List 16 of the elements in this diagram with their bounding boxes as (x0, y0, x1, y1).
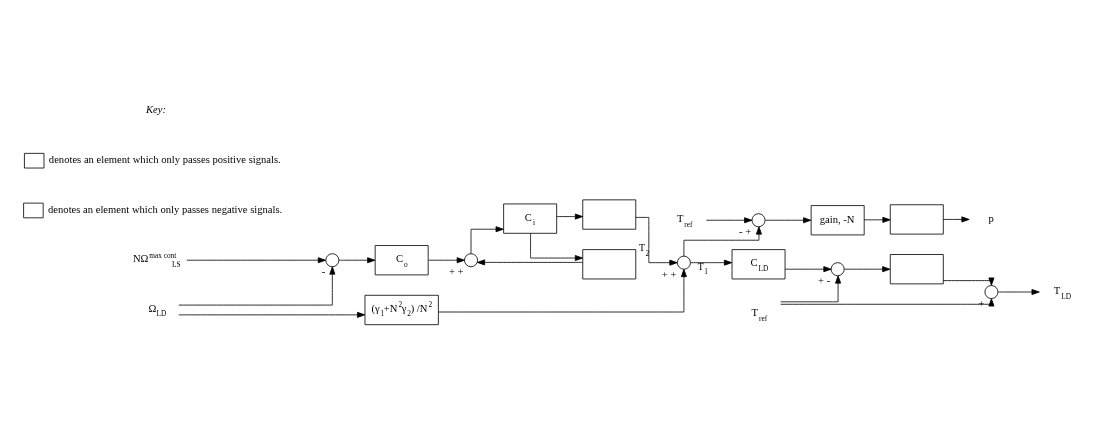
label: Key: (145, 103, 166, 115)
node-label: + + (448, 265, 464, 277)
legend-label: denotes an element which only passes positive signals. (48, 153, 281, 165)
node-label: - (321, 265, 326, 277)
edge-label: T$_{1}$ (697, 260, 708, 276)
node-text: Ω$_{LD}$ (148, 302, 167, 318)
node-label: + - (818, 274, 831, 286)
node-text: T$_{LD}$ (1053, 284, 1071, 300)
legend-label: denotes an element which only passes negative signals. (48, 203, 283, 215)
node-text: T$_{ref}$ (751, 306, 768, 323)
node-label: + + (661, 268, 677, 280)
node-text: T$_{ref}$ (676, 212, 693, 229)
node-label: + (978, 297, 985, 309)
edge-label: T$_{2}$ (639, 241, 650, 258)
node-label: - + (738, 225, 752, 237)
node-text: p (988, 212, 994, 224)
